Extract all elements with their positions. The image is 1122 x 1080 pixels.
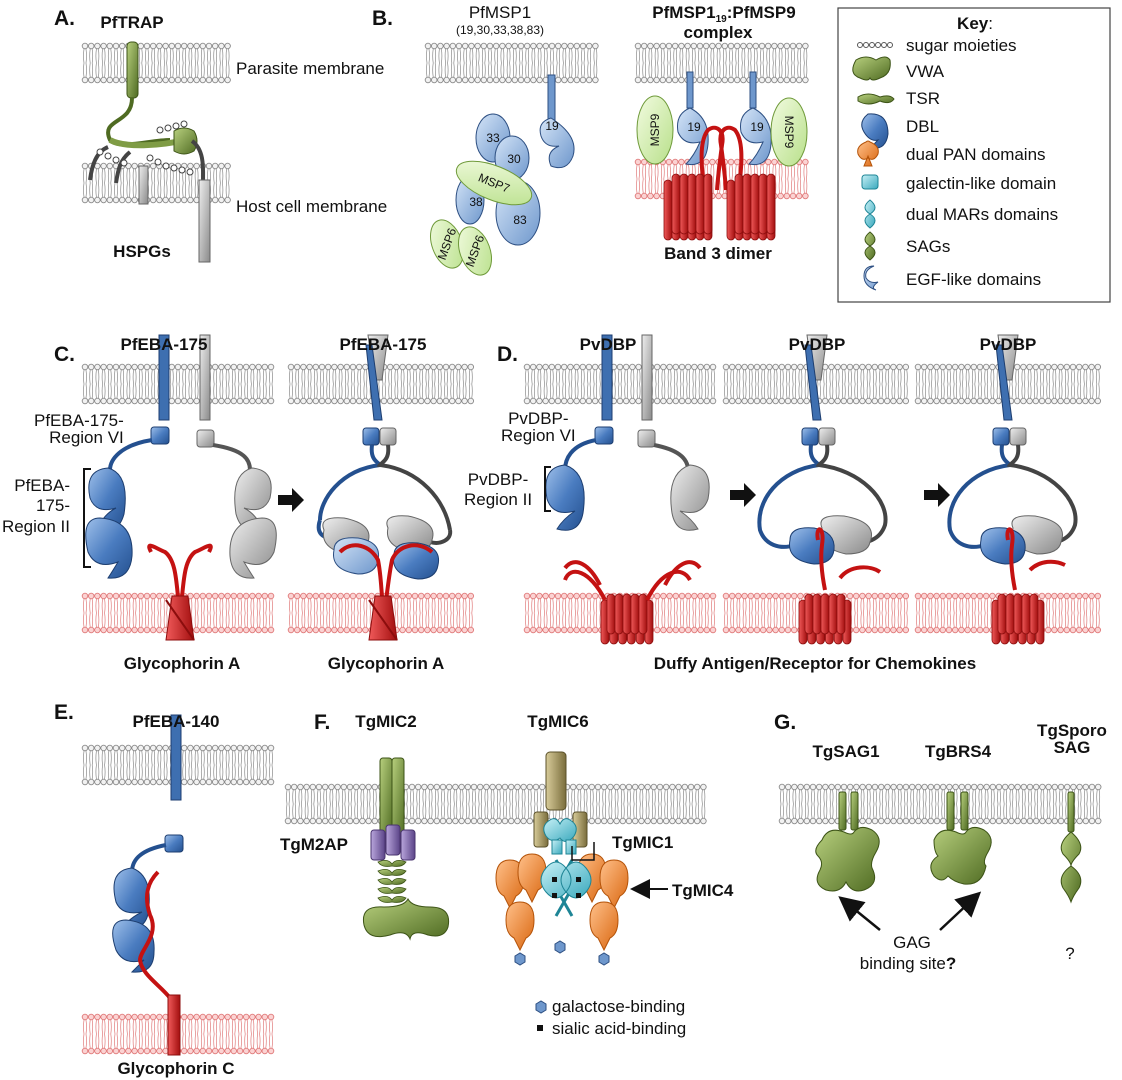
pvdbp-region2-label: PvDBP-Region II — [464, 470, 533, 510]
panel-c-drawing — [85, 334, 453, 641]
panel-a-letter: A. — [54, 7, 75, 30]
glycophorin-a-label-2: Glycophorin A — [327, 654, 445, 673]
parasite-membrane — [523, 363, 717, 405]
panel-g-drawing — [815, 791, 1082, 931]
parasite-membrane — [81, 42, 231, 84]
complex-title-line2: complex — [683, 23, 753, 42]
egf-domain-icon — [863, 265, 879, 291]
duffy-receptors — [563, 569, 1045, 645]
glycophorin-a-label-1: Glycophorin A — [123, 654, 241, 673]
panel-e-letter: E. — [54, 701, 74, 724]
pfmsp1-subtitle: (19,30,33,38,83) — [455, 23, 545, 37]
pvdbp-title-1: PvDBP — [579, 335, 637, 354]
panel-d-drawing — [545, 334, 1078, 645]
pvdbp-title-2: PvDBP — [788, 335, 846, 354]
panel-d-letter: D. — [497, 343, 518, 366]
pvdbp-region2-bracket — [544, 466, 551, 512]
galectin-domain-icon — [861, 174, 879, 190]
sialic-acid-binding-legend: sialic acid-binding — [552, 1019, 687, 1038]
protein-shapes — [85, 7, 1111, 1056]
pfeba175-title-2: PfEBA-175 — [339, 335, 427, 354]
pvdbp-title-3: PvDBP — [979, 335, 1037, 354]
sporo-question-mark: ? — [1065, 944, 1075, 963]
key-label-sugar: sugar moieties — [906, 36, 1017, 55]
parasite-membrane — [287, 363, 475, 405]
vwa-domain-icon — [852, 56, 891, 81]
msp9-label-1: MSP9 — [648, 113, 662, 147]
band3-dimer — [663, 173, 776, 241]
pfeba140-title: PfEBA-140 — [132, 712, 220, 731]
pfeba175-title-1: PfEBA-175 — [120, 335, 208, 354]
gag-binding-site-label: binding site? — [859, 954, 957, 973]
tgmic4-label: TgMIC4 — [672, 881, 734, 900]
complex-19-label-1: 19 — [687, 120, 701, 134]
complex-19-label-2: 19 — [750, 120, 764, 134]
key-icons — [852, 42, 895, 291]
hspg-label: HSPGs — [113, 242, 171, 261]
parasite-membrane — [81, 744, 275, 786]
msp1-38-label: 38 — [469, 195, 483, 209]
pan-domain-icon — [857, 140, 879, 167]
panel-c-letter: C. — [54, 343, 75, 366]
pvdbp-region6-label: PvDBP-Region VI — [501, 409, 576, 445]
key-label-sag: SAGs — [906, 237, 951, 256]
sag-domain-icon — [864, 231, 876, 261]
msp1-33-label: 33 — [486, 131, 500, 145]
pfeba175-region6-label: PfEBA-175-Region VI — [34, 411, 124, 447]
parasite-membrane — [284, 783, 707, 825]
parasite-membrane — [424, 42, 599, 84]
key-title: Key: — [957, 14, 993, 33]
host-membrane — [81, 592, 275, 634]
tgmic6-label: TgMIC6 — [527, 712, 589, 731]
key-label-tsr: TSR — [906, 89, 940, 108]
panel-a-drawing — [88, 41, 211, 263]
msp1-19-label: 19 — [545, 119, 559, 133]
tgmic2-label: TgMIC2 — [355, 712, 417, 731]
tgmic1-label: TgMIC1 — [612, 833, 674, 852]
panel-e-drawing — [112, 714, 184, 1056]
pfmsp1-title: PfMSP1 — [468, 3, 532, 22]
duffy-label: Duffy Antigen/Receptor for Chemokines — [653, 654, 977, 673]
pftrap-title: PfTRAP — [100, 13, 164, 32]
key-label-dbl: DBL — [906, 117, 940, 136]
msp9-label-2: MSP9 — [782, 115, 796, 149]
tsr-domain-icon — [857, 93, 895, 105]
key-label-vwa: VWA — [906, 62, 945, 81]
band3-label: Band 3 dimer — [664, 244, 772, 263]
panel-f-letter: F. — [314, 711, 331, 734]
panel-g-letter: G. — [774, 711, 797, 734]
parasite-membrane — [722, 363, 910, 405]
parasite-membrane — [778, 783, 1102, 825]
mar-domain-icon — [864, 199, 876, 229]
key-label-mar: dual MARs domains — [906, 205, 1059, 224]
complex-title: PfMSP119:PfMSP9 — [652, 3, 796, 25]
tgm2ap-label: TgM2AP — [280, 835, 348, 854]
msp1-30-label: 30 — [507, 152, 521, 166]
glycophorin-c-label: Glycophorin C — [117, 1059, 235, 1078]
sugar-chain-icon — [857, 42, 893, 48]
msp1-83-label: 83 — [513, 213, 527, 227]
panel-f-drawing — [362, 751, 668, 1031]
membranes — [81, 42, 1102, 1055]
parasite-membrane — [81, 363, 275, 405]
parasite-membrane-label: Parasite membrane — [236, 59, 385, 78]
key-label-pan: dual PAN domains — [906, 145, 1046, 164]
host-membrane-label: Host cell membrane — [236, 197, 388, 216]
gag-label: GAG — [893, 933, 931, 952]
tgbrs4-label: TgBRS4 — [924, 742, 992, 761]
pfeba175-region2-bracket — [83, 468, 91, 568]
parasite-membrane — [634, 42, 809, 84]
pfeba175-region2-label: PfEBA-175-Region II — [1, 476, 70, 536]
galactose-binding-legend: galactose-binding — [552, 997, 686, 1016]
tgsag1-label: TgSAG1 — [812, 742, 880, 761]
panel-b-letter: B. — [372, 7, 393, 30]
key-label-galectin: galectin-like domain — [906, 174, 1057, 193]
key-label-egf: EGF-like domains — [906, 270, 1042, 289]
host-membrane — [914, 592, 1102, 634]
panel-b-drawing — [430, 71, 808, 276]
